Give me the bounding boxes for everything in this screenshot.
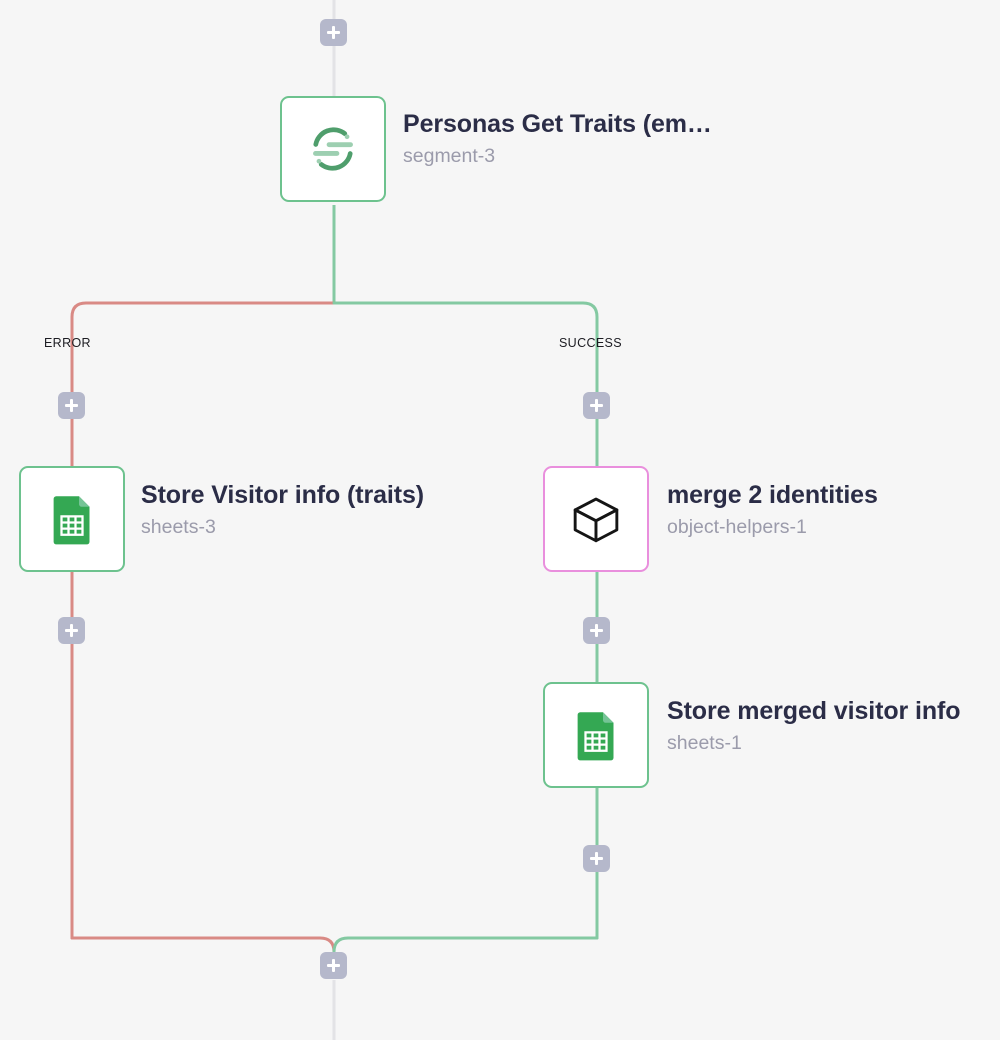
add-node-button-top[interactable]	[320, 19, 347, 46]
node-segment-3[interactable]	[280, 96, 386, 202]
add-node-button-error-2[interactable]	[58, 617, 85, 644]
node-title: merge 2 identities	[667, 481, 878, 509]
google-sheets-icon	[41, 488, 103, 550]
add-node-button-error-1[interactable]	[58, 392, 85, 419]
node-labels-object-helpers-1: merge 2 identities object-helpers-1	[667, 481, 878, 539]
node-object-helpers-1[interactable]	[543, 466, 649, 572]
add-node-button-success-3[interactable]	[583, 845, 610, 872]
branch-label-success: SUCCESS	[559, 336, 622, 350]
google-sheets-icon-svg	[53, 496, 90, 545]
node-subtitle: segment-3	[403, 145, 496, 167]
node-sheets-1[interactable]	[543, 682, 649, 788]
branch-label-error: ERROR	[44, 336, 91, 350]
node-labels-sheets-3: Store Visitor info (traits) sheets-3	[141, 481, 424, 539]
edge-error-merge	[70, 936, 336, 954]
cube-icon	[565, 488, 627, 550]
segment-icon-svg	[313, 127, 353, 171]
node-labels-sheets-1: Store merged visitor info sheets-1	[667, 697, 960, 755]
add-node-button-success-1[interactable]	[583, 392, 610, 419]
node-subtitle: object-helpers-1	[667, 516, 807, 538]
edge-success-merge	[332, 936, 599, 954]
edge-error-branch	[70, 301, 336, 940]
google-sheets-icon-svg	[577, 712, 614, 761]
segment-icon	[302, 118, 364, 180]
node-subtitle: sheets-3	[141, 516, 216, 538]
add-node-button-merge-bottom[interactable]	[320, 952, 347, 979]
node-title: Store merged visitor info	[667, 697, 961, 725]
google-sheets-icon	[565, 704, 627, 766]
cube-icon-svg	[573, 497, 619, 543]
add-node-button-success-2[interactable]	[583, 617, 610, 644]
node-sheets-3[interactable]	[19, 466, 125, 572]
node-subtitle: sheets-1	[667, 732, 742, 754]
node-labels-segment-3: Personas Get Traits (em… segment-3	[403, 110, 712, 168]
node-title: Personas Get Traits (em…	[403, 110, 712, 138]
node-title: Store Visitor info (traits)	[141, 481, 424, 509]
edge-success-branch	[332, 301, 599, 940]
